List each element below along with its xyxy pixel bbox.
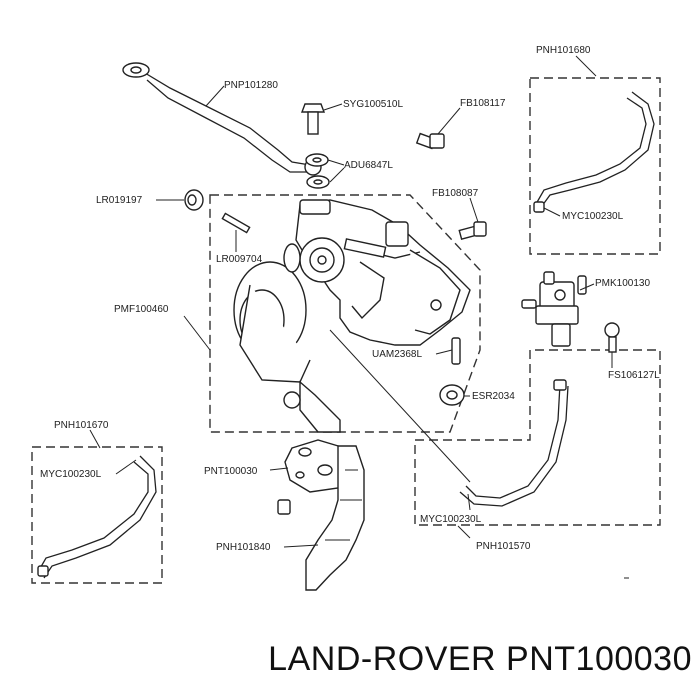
label-esr2034: ESR2034 [472,391,515,402]
sealing-washers [305,153,330,189]
stud-uam2368l [451,337,461,365]
label-fb108087: FB108087 [432,188,479,199]
label-pnh101680: PNH101680 [536,45,591,56]
banjo-bolt [300,103,326,135]
label-pnp101280: PNP101280 [224,80,278,91]
label-lr009704: LR009704 [216,254,263,265]
stud-lr009704 [221,212,251,234]
hose-group-box-bottom-right [414,349,661,526]
label-pmk100130: PMK100130 [595,278,650,289]
hose-pnh101570 [459,379,569,507]
turbocharger-body [233,199,471,433]
oil-feed-pipe [122,62,322,176]
grommet-lr019197 [184,189,204,211]
label-adu6847l: ADU6847L [344,160,393,171]
screw-fs106127l [604,322,620,353]
label-pnh101840: PNH101840 [216,542,271,553]
label-syg100510l: SYG100510L [343,99,403,110]
hose-group-box-top-right [529,77,661,255]
oil-drain-pipe [305,445,365,591]
label-fb108117: FB108117 [460,98,506,109]
vacuum-line [329,329,471,483]
label-myc100230l-left: MYC100230L [40,469,102,480]
gasket-pnt100030 [284,439,349,493]
label-myc100230l-bottom: MYC100230L [420,514,482,525]
hose-pnh101670 [37,455,157,579]
bolt-fb108087 [458,221,487,241]
hose-pnh101680 [533,91,655,213]
washer-esr2034 [439,384,465,406]
page-title: LAND-ROVER PNT100030 [268,640,692,678]
label-myc100230l-top: MYC100230L [562,211,624,222]
solenoid-valve [521,271,587,347]
bolt-fb108117 [415,132,445,150]
label-pnt100030: PNT100030 [204,466,258,477]
label-pmf100460: PMF100460 [114,304,169,315]
label-fs106127l: FS106127L [608,370,660,381]
hose-group-box-left [31,446,163,584]
label-pnh101670: PNH101670 [54,420,109,431]
label-lr019197: LR019197 [96,195,143,206]
label-uam2368l: UAM2368L [372,349,422,360]
turbo-group-box [209,194,481,433]
label-pnh101570: PNH101570 [476,541,531,552]
bolt-small [277,499,291,515]
